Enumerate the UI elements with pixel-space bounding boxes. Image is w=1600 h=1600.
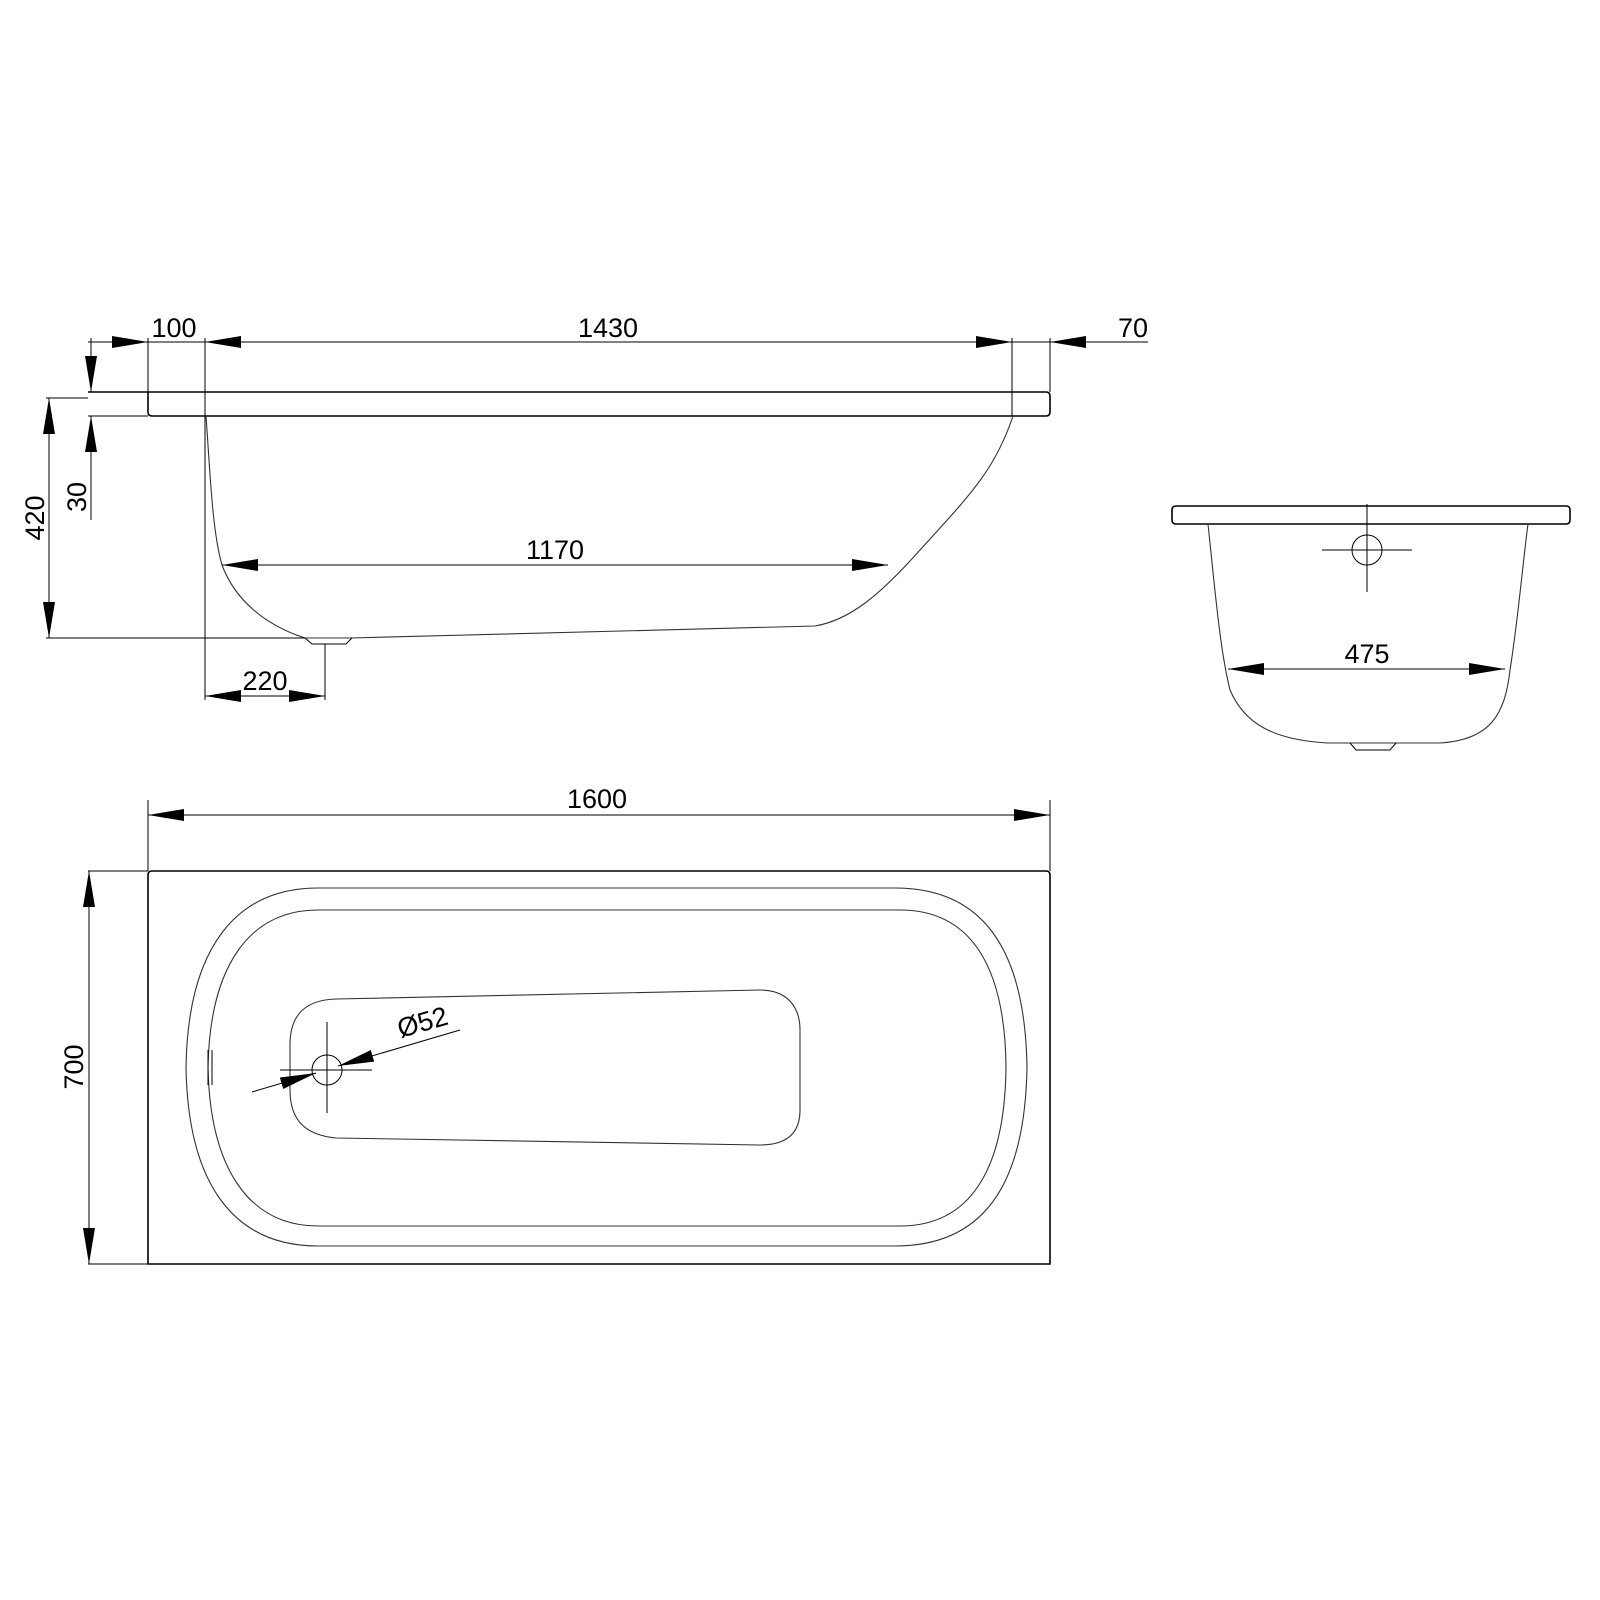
dim-1430-label: 1430 xyxy=(578,313,638,343)
top-view-basin-inner xyxy=(207,909,1007,1227)
top-view-outline xyxy=(147,870,1051,1265)
dim-220-label: 220 xyxy=(242,666,287,696)
end-view-drain xyxy=(1349,742,1397,751)
side-view-drain xyxy=(304,637,353,645)
dim-700-label: 700 xyxy=(59,1044,89,1089)
dim-100-label: 100 xyxy=(151,313,196,343)
dim-420-label: 420 xyxy=(20,495,50,540)
drain-diameter-label: Ø52 xyxy=(394,1001,451,1044)
side-view-rim xyxy=(88,391,1051,417)
dim-475-label: 475 xyxy=(1344,639,1389,669)
end-view-rim xyxy=(1171,505,1571,525)
dim-70-label: 70 xyxy=(1118,313,1148,343)
top-view-floor xyxy=(289,989,801,1146)
dim-30-label: 30 xyxy=(62,482,92,512)
top-view: Ø52 1600 700 xyxy=(59,784,1051,1265)
dim-1600-label: 1600 xyxy=(567,784,627,814)
side-view: 100 1430 70 420 30 1170 220 xyxy=(20,313,1148,702)
end-view-body xyxy=(1207,523,1529,744)
dim-1170-label: 1170 xyxy=(526,535,584,565)
diameter-leader xyxy=(251,1072,317,1093)
diameter-leader xyxy=(337,1029,461,1067)
end-view: 475 xyxy=(1171,504,1571,751)
side-view-body xyxy=(205,415,1014,639)
top-view-basin-outer xyxy=(185,887,1028,1247)
